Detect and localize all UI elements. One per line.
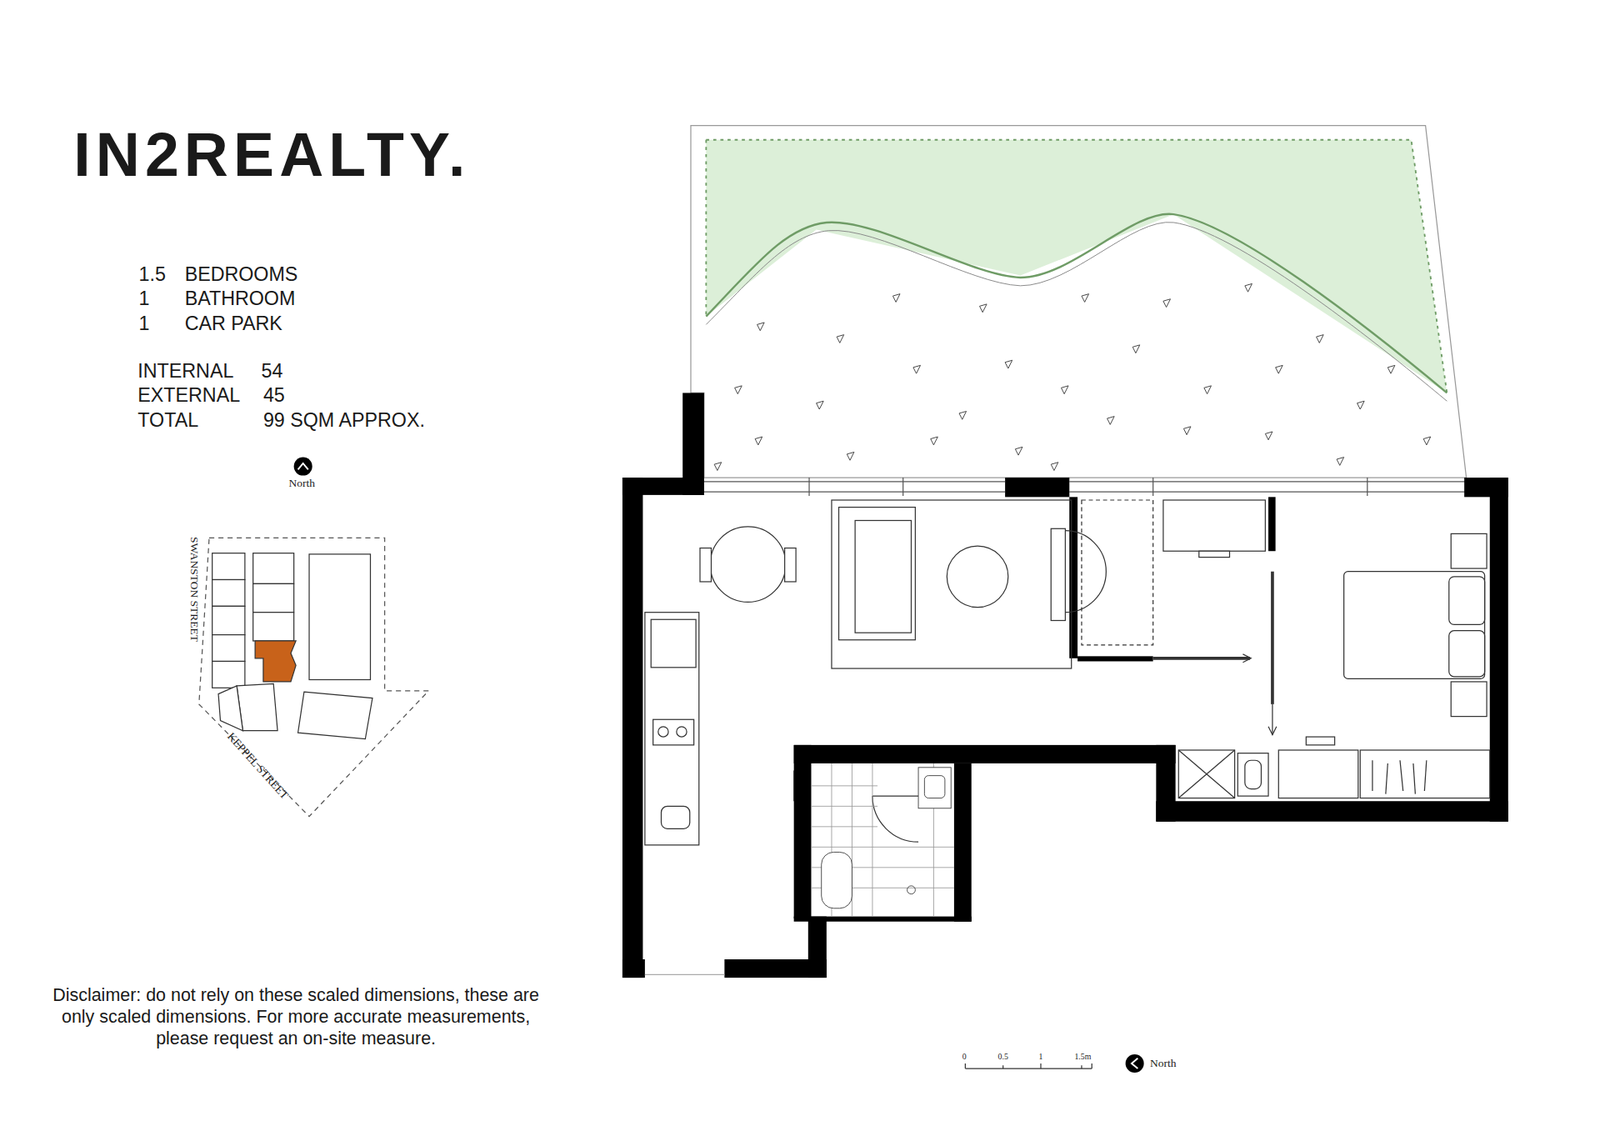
brand-title: IN2REALTY. xyxy=(73,124,470,185)
area-value: 54 xyxy=(260,360,283,380)
room-type: CAR PARK xyxy=(185,313,283,333)
scale-tick: 0 xyxy=(962,1053,967,1062)
area-value: 99 SQM APPROX. xyxy=(263,410,425,430)
area-name: TOTAL xyxy=(137,410,199,430)
room-count: 1.5 xyxy=(139,264,166,284)
street-name: KEPPEL STREET xyxy=(225,730,290,802)
scale-tick: 0.5 xyxy=(998,1053,1009,1062)
street-name: SWANSTON STREET xyxy=(189,536,200,642)
disclaimer-note: Disclaimer: do not rely on these scaled … xyxy=(40,985,551,1050)
walls xyxy=(622,392,1509,978)
key-map xyxy=(199,537,430,816)
bathroom xyxy=(810,763,954,917)
entry xyxy=(645,974,725,975)
gravel xyxy=(714,283,1431,470)
area-name: INTERNAL xyxy=(137,360,234,380)
windows xyxy=(704,477,1467,496)
scale-tick: 1.5m xyxy=(1074,1053,1091,1062)
scale-tick: 1 xyxy=(1039,1053,1044,1062)
north-label: North xyxy=(289,477,315,489)
room-type: BEDROOMS xyxy=(185,264,299,284)
scale-bar xyxy=(965,1063,1092,1069)
area-value: 45 xyxy=(263,385,285,405)
room-type: BATHROOM xyxy=(185,289,296,309)
area-name: EXTERNAL xyxy=(137,385,240,405)
room-count: 1 xyxy=(139,289,150,309)
north-label: North xyxy=(1150,1057,1176,1069)
room-count: 1 xyxy=(139,313,150,333)
furniture xyxy=(645,500,1490,845)
balcony xyxy=(690,125,1467,478)
north-arrow xyxy=(294,457,1145,1073)
